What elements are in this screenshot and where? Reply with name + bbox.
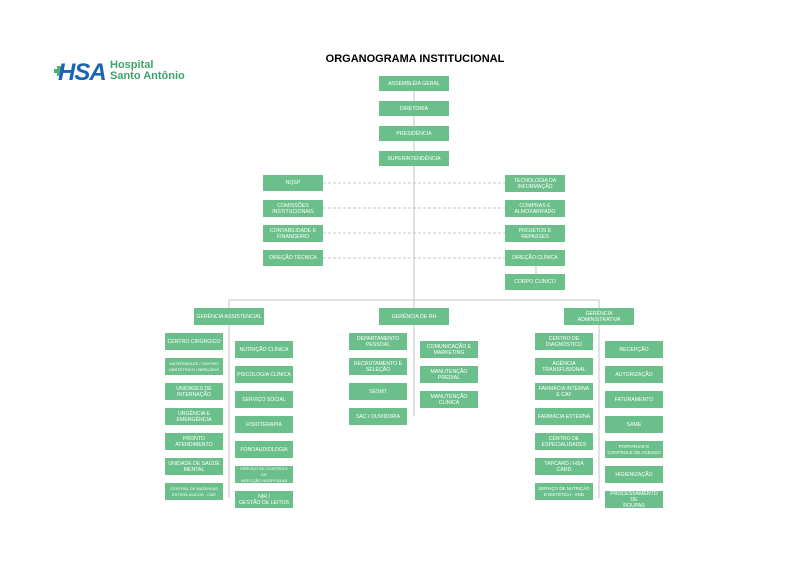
node-rh-left: SESMT <box>349 383 407 400</box>
cross-icon <box>54 66 64 76</box>
logo-line-2: Santo Antônio <box>110 70 185 82</box>
node-assistencial-left: CENTRAL DE MATERIAIS ESTERILIZADOS - CME <box>165 483 223 500</box>
node-gerencia-administrativa: GERÊNCIA ADMINISTRATIVA <box>564 308 634 325</box>
node-assistencial-right: NIR / GESTÃO DE LEITOS <box>235 491 293 508</box>
node-rh-left: SAC / OUVIDORIA <box>349 408 407 425</box>
node-adm-right: PROCESSAMENTO DE ROUPAS <box>605 491 663 509</box>
node-rh-left: RECRUTAMENTO E SELEÇÃO <box>349 358 407 375</box>
node-comissoes: COMISSÕES INSTITUCIONAIS <box>263 200 323 217</box>
node-rh-right: MANUTENÇÃO PREDIAL <box>420 366 478 383</box>
node-assembleia-geral: ASSEMBLÉIA GERAL <box>379 76 449 91</box>
node-tecnologia: TECNOLOGIA DA INFORMAÇÃO <box>505 175 565 192</box>
node-compras: COMPRAS E ALMOXARIFADO <box>505 200 565 217</box>
node-assistencial-right: SERVIÇO DE CONTROLE DE INFECÇÃO HOSPITAL… <box>235 466 293 483</box>
node-rh-right: COMUNICAÇÃO E MARKETING <box>420 341 478 358</box>
node-assistencial-left: MATERNIDADE / CENTRO OBSTÉTRICO / BERÇÁR… <box>165 358 223 375</box>
node-assistencial-left: URGÊNCIA E EMERGÊNCIA <box>165 408 223 425</box>
node-gerencia-rh: GERÊNCIA DE RH <box>379 308 449 325</box>
node-rh-right: MANUTENÇÃO CLÍNICA <box>420 391 478 408</box>
node-adm-left: FARMÁCIA INTERNA E CAF <box>535 383 593 400</box>
node-adm-right: RECEPÇÃO <box>605 341 663 358</box>
node-adm-left: SERVIÇO DE NUTRIÇÃO E DIETÉTICA - SND <box>535 483 593 500</box>
node-assistencial-right: NUTRIÇÃO CLÍNICA <box>235 341 293 358</box>
node-adm-left: AGÊNCIA TRANSFUSIONAL <box>535 358 593 375</box>
node-assistencial-left: UNIDADES DE INTERNAÇÃO <box>165 383 223 400</box>
node-presidencia: PRESIDÊNCIA <box>379 126 449 141</box>
node-assistencial-left: PRONTO ATENDIMENTO <box>165 433 223 450</box>
node-nqsp: NQSP <box>263 175 323 191</box>
node-superintendencia: SUPERINTENDÊNCIA <box>379 151 449 166</box>
node-assistencial-right: FISIOTERAPIA <box>235 416 293 433</box>
node-assistencial-left: UNIDADE DE SAÚDE MENTAL <box>165 458 223 475</box>
node-adm-right: AUTORIZAÇÃO <box>605 366 663 383</box>
node-diretoria: DIRETORIA <box>379 101 449 116</box>
logo-name: Hospital Santo Antônio <box>110 60 185 82</box>
node-assistencial-right: PSICOLOGIA CLÍNICA <box>235 366 293 383</box>
node-direcao-clinica: DIREÇÃO CLÍNICA <box>505 250 565 266</box>
node-adm-left: FARMÁCIA EXTERNA <box>535 408 593 425</box>
logo-line-1: Hospital <box>110 59 154 71</box>
node-adm-right: SAME <box>605 416 663 433</box>
node-assistencial-right: SERVIÇO SOCIAL <box>235 391 293 408</box>
node-direcao-tecnica: DIREÇÃO TÉCNICA <box>263 250 323 266</box>
node-adm-right: FATURAMENTO <box>605 391 663 408</box>
node-adm-right: HIGIENIZAÇÃO <box>605 466 663 483</box>
node-adm-left: CENTRO DE DIAGNÓSTICO <box>535 333 593 350</box>
node-projetos: PROJETOS E REPASSES <box>505 225 565 242</box>
hospital-logo: HSA Hospital Santo Antônio <box>54 59 198 90</box>
node-assistencial-right: FONOAUDIOLOGIA <box>235 441 293 458</box>
node-adm-left: CENTRO DE ESPECIALIDADES <box>535 433 593 450</box>
node-assistencial-left: CENTRO CIRÚRGICO <box>165 333 223 350</box>
logo-mark: HSA <box>58 59 107 86</box>
node-adm-left: TAPCARD / HSA CARD <box>535 458 593 475</box>
node-gerencia-assistencial: GERÊNCIA ASSISTENCIAL <box>194 308 264 325</box>
node-adm-right: PORTARIAS E CONTROLE DE ACESSO <box>605 441 663 458</box>
node-rh-left: DEPARTAMENTO PESSOAL <box>349 333 407 350</box>
node-contabilidade: CONTABILIDADE E FINANCEIRO <box>263 225 323 242</box>
chart-title: ORGANOGRAMA INSTITUCIONAL <box>325 53 505 65</box>
node-corpo-clinico: CORPO CLÍNICO <box>505 274 565 290</box>
